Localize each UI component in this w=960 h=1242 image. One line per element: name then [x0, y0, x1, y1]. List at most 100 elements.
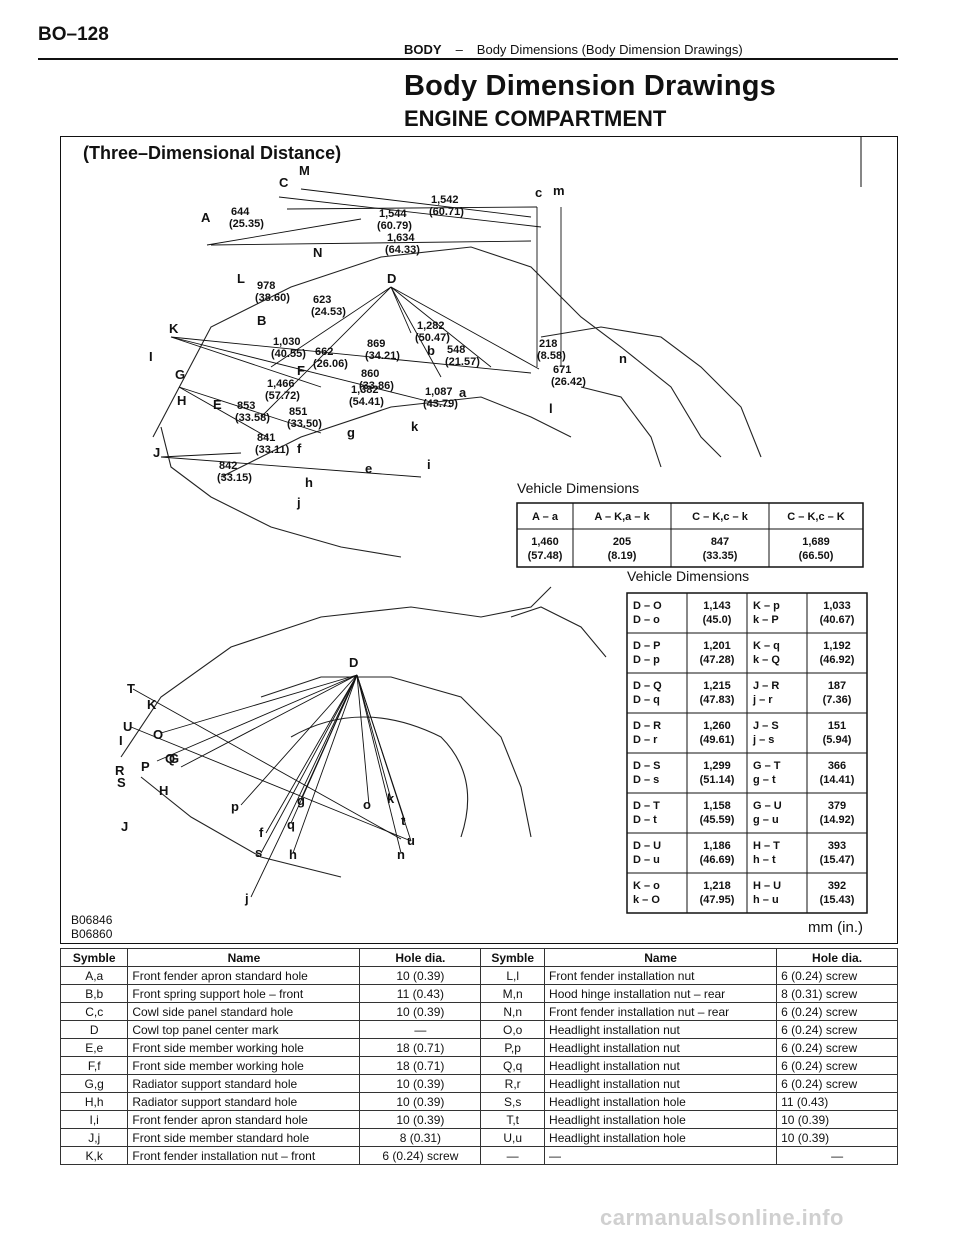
table-cell: 10 (0.39) [359, 1002, 482, 1021]
lower-point-label-J: J [121, 819, 128, 834]
upper-point-label-g: g [347, 425, 355, 440]
upper-leader-line [178, 386, 268, 438]
upper-dim-mm: 1,282 [417, 320, 445, 332]
lower-front-edge [140, 776, 342, 878]
vehicle-dims-2-pair: J – R [753, 680, 779, 692]
table-cell: I,i [59, 1110, 129, 1129]
vehicle-dims-2-mm: 392 [828, 880, 846, 892]
vehicle-dims-2-in: (14.92) [820, 814, 855, 826]
upper-dim-mm: 842 [219, 460, 237, 472]
upper-apron [580, 386, 662, 468]
upper-dim-in: (26.42) [551, 376, 586, 388]
table-cell: Headlight installation nut [544, 1074, 778, 1093]
table-cell: 11 (0.43) [359, 984, 482, 1003]
vehicle-dims-2-mm: 393 [828, 840, 846, 852]
table-cell: Headlight installation nut [544, 1038, 778, 1057]
watermark: carmanualsonline.info [600, 1205, 844, 1230]
upper-dim-mm: 978 [257, 280, 275, 292]
upper-leader-line [178, 386, 322, 434]
lower-point-label-I: I [119, 733, 123, 748]
table-header-cell: Symble [59, 948, 129, 967]
vehicle-dims-2-pair: D – o [633, 614, 660, 626]
lower-leader-line [292, 674, 358, 854]
lower-point-label-t: t [401, 813, 406, 828]
table-cell: Headlight installation nut [544, 1020, 778, 1039]
lower-leader-line [356, 674, 392, 800]
lower-point-label-U: U [123, 719, 132, 734]
upper-leader-line [160, 456, 422, 478]
vehicle-dims-2-pair: G – U [753, 800, 782, 812]
upper-dim-mm: 623 [313, 294, 331, 306]
upper-dim-in: (33.11) [255, 444, 290, 456]
page-title: Body Dimension Drawings [404, 70, 776, 102]
upper-point-label-A: A [201, 210, 211, 225]
upper-dim-in: (34.21) [365, 350, 400, 362]
table-cell: U,u [480, 1128, 546, 1147]
upper-dim-mm: 548 [447, 344, 465, 356]
vehicle-dims-2-mm: 1,215 [703, 680, 731, 692]
table-header-cell: Name [544, 948, 778, 967]
lower-leader-line [356, 674, 402, 854]
table-cell: Front fender installation nut – rear [544, 1002, 778, 1021]
upper-windshield [540, 326, 762, 458]
upper-point-label-I: I [149, 349, 153, 364]
table-cell: Cowl side panel standard hole [127, 1002, 361, 1021]
vehicle-dims-2-in: (46.69) [700, 854, 735, 866]
lower-leader-line [356, 674, 412, 842]
lower-point-label-O: O [153, 727, 163, 742]
table-cell: — [359, 1020, 482, 1039]
upper-leader-line [390, 286, 442, 378]
upper-point-label-N: N [313, 245, 322, 260]
lower-leader-line [260, 674, 358, 854]
table-cell: E,e [59, 1038, 129, 1057]
vehicle-dims-2-pair: k – O [633, 894, 660, 906]
table-cell: F,f [59, 1056, 129, 1075]
vehicle-dims-2-mm: 1,201 [703, 640, 731, 652]
table-cell: A,a [59, 966, 129, 985]
upper-leader-line [270, 286, 392, 368]
upper-leader-line [210, 240, 532, 246]
header-separator: – [455, 42, 463, 57]
upper-point-label-l: l [549, 401, 553, 416]
lower-leader-line [240, 674, 358, 806]
vehicle-dims-2-pair: D – q [633, 694, 660, 706]
table-cell: 6 (0.24) screw [776, 1020, 898, 1039]
vehicle-dims-2-in: (5.94) [823, 734, 852, 746]
lower-body-outline [120, 586, 552, 758]
vehicle-dims-2-pair: D – Q [633, 680, 662, 692]
upper-point-label-i: i [427, 457, 431, 472]
vehicle-dims-1-mm: 1,689 [802, 536, 830, 548]
table-cell: Cowl top panel center mark [127, 1020, 361, 1039]
vehicle-dims-2-in: (47.83) [700, 694, 735, 706]
vehicle-dims-2-pair: D – u [633, 854, 660, 866]
lower-point-label-R: R [115, 763, 125, 778]
upper-point-label-L: L [237, 271, 245, 286]
table-header-cell: Hole dia. [776, 948, 898, 967]
table-cell: Front fender installation nut [544, 966, 778, 985]
upper-dim-in: (40.55) [271, 348, 306, 360]
vehicle-dims-2-mm: 151 [828, 720, 846, 732]
upper-point-label-D: D [387, 271, 396, 286]
figure-units: mm (in.) [808, 919, 863, 936]
upper-point-label-b: b [427, 343, 435, 358]
vehicle-dims-2-mm: 1,186 [703, 840, 731, 852]
table-cell: Front side member working hole [127, 1038, 361, 1057]
vehicle-dims-2-pair: J – S [753, 720, 779, 732]
table-cell: 18 (0.71) [359, 1038, 482, 1057]
lower-point-label-K: K [147, 697, 157, 712]
table-cell: J,j [59, 1128, 129, 1147]
upper-point-label-K: K [169, 321, 179, 336]
lower-point-label-p: p [231, 799, 239, 814]
upper-leader-line [160, 452, 242, 458]
table-header-cell: Name [127, 948, 361, 967]
upper-dim-mm: 1,542 [431, 194, 459, 206]
table-cell: Front fender apron standard hole [127, 966, 361, 985]
vehicle-dims-2-mm: 1,260 [703, 720, 731, 732]
lower-inner-panel [290, 716, 469, 838]
vehicle-dims-2-in: (40.67) [820, 614, 855, 626]
upper-dim-in: (54.41) [349, 396, 384, 408]
